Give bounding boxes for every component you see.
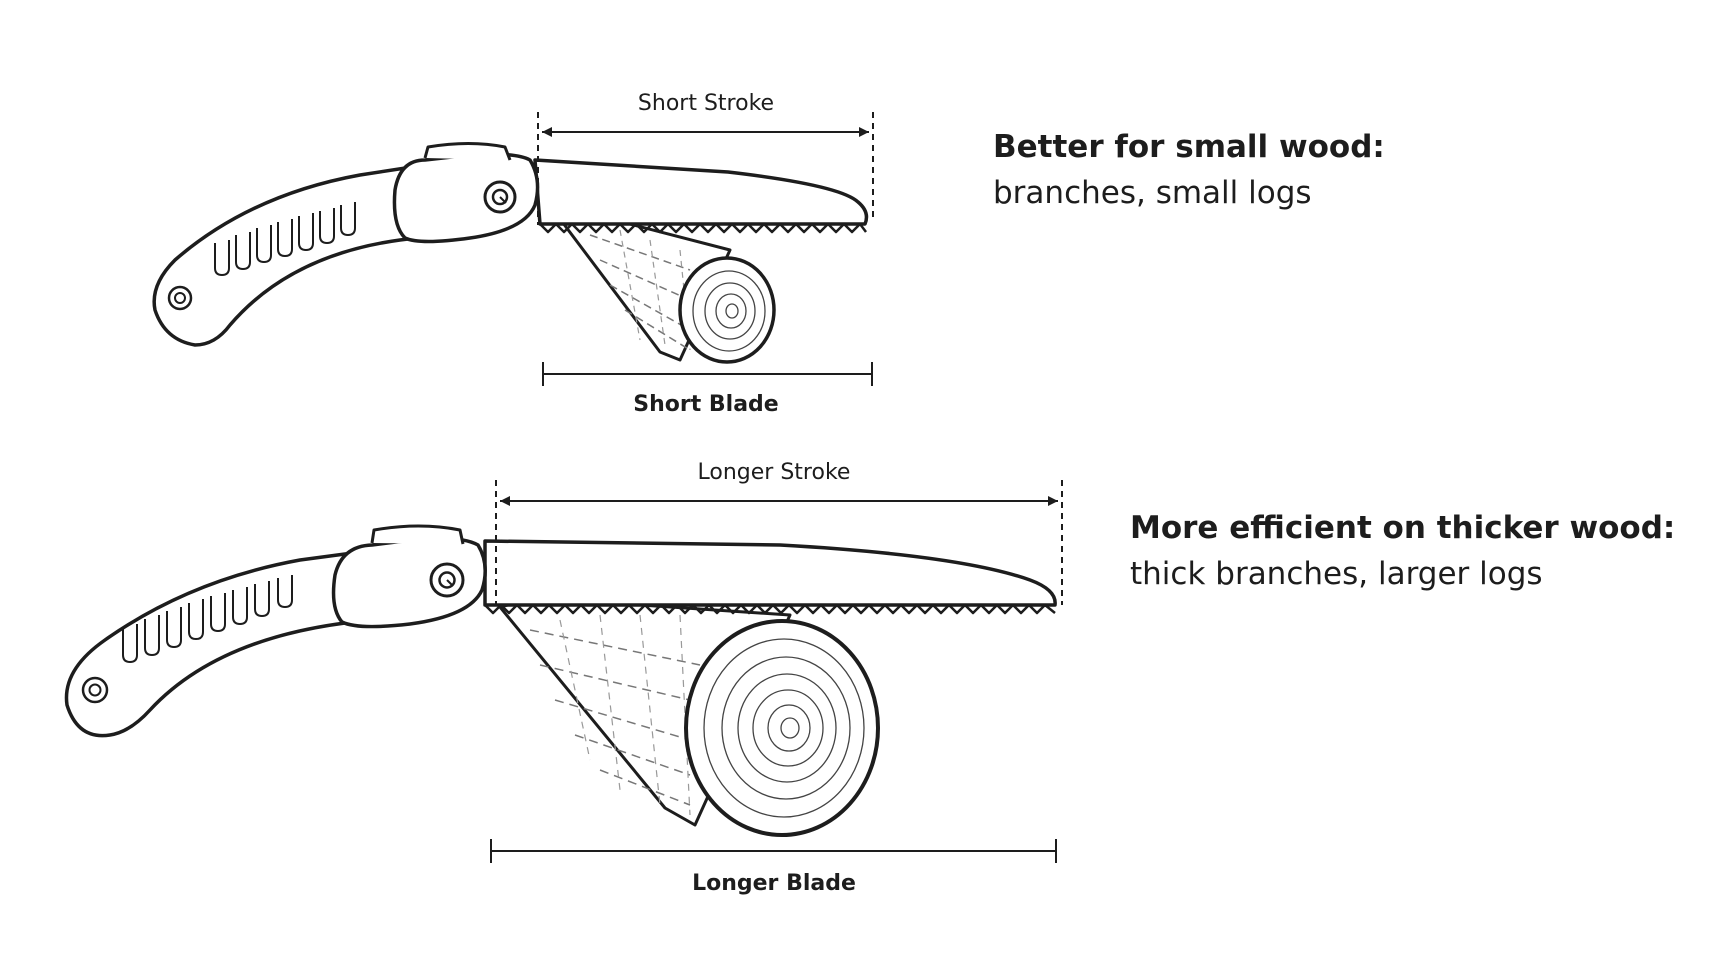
longer-saw-pivot-housing <box>331 536 487 629</box>
longer-saw-note-heading: More efficient on thicker wood: <box>1130 510 1676 546</box>
short-blade-shape <box>533 158 869 226</box>
short-stroke-dimension <box>537 112 874 225</box>
short-saw-note-heading: Better for small wood: <box>993 129 1385 165</box>
small-log-illustration <box>561 213 776 364</box>
short-saw-pivot-housing <box>392 152 540 244</box>
short-saw-illustration <box>152 142 869 364</box>
longer-blade-shape <box>483 539 1057 607</box>
longer-stroke-dimension <box>495 480 1063 606</box>
short-saw-note: Better for small wood: branches, small l… <box>993 124 1385 216</box>
short-blade-teeth <box>539 222 867 234</box>
short-blade-label: Short Blade <box>633 392 778 417</box>
longer-saw-handle <box>64 548 387 738</box>
short-saw-note-detail: branches, small logs <box>993 175 1312 211</box>
longer-saw-note: More efficient on thicker wood: thick br… <box>1130 505 1675 597</box>
longer-blade-dimension <box>490 839 1057 863</box>
longer-blade-label: Longer Blade <box>692 871 856 896</box>
longer-blade-teeth <box>484 603 1056 615</box>
longer-saw-illustration <box>64 524 1057 837</box>
short-stroke-label: Short Stroke <box>638 91 774 116</box>
short-blade-dimension <box>542 362 873 386</box>
short-saw-handle <box>152 163 442 347</box>
longer-stroke-label: Longer Stroke <box>698 460 851 485</box>
longer-saw-note-detail: thick branches, larger logs <box>1130 556 1543 592</box>
large-log-illustration <box>498 596 880 837</box>
